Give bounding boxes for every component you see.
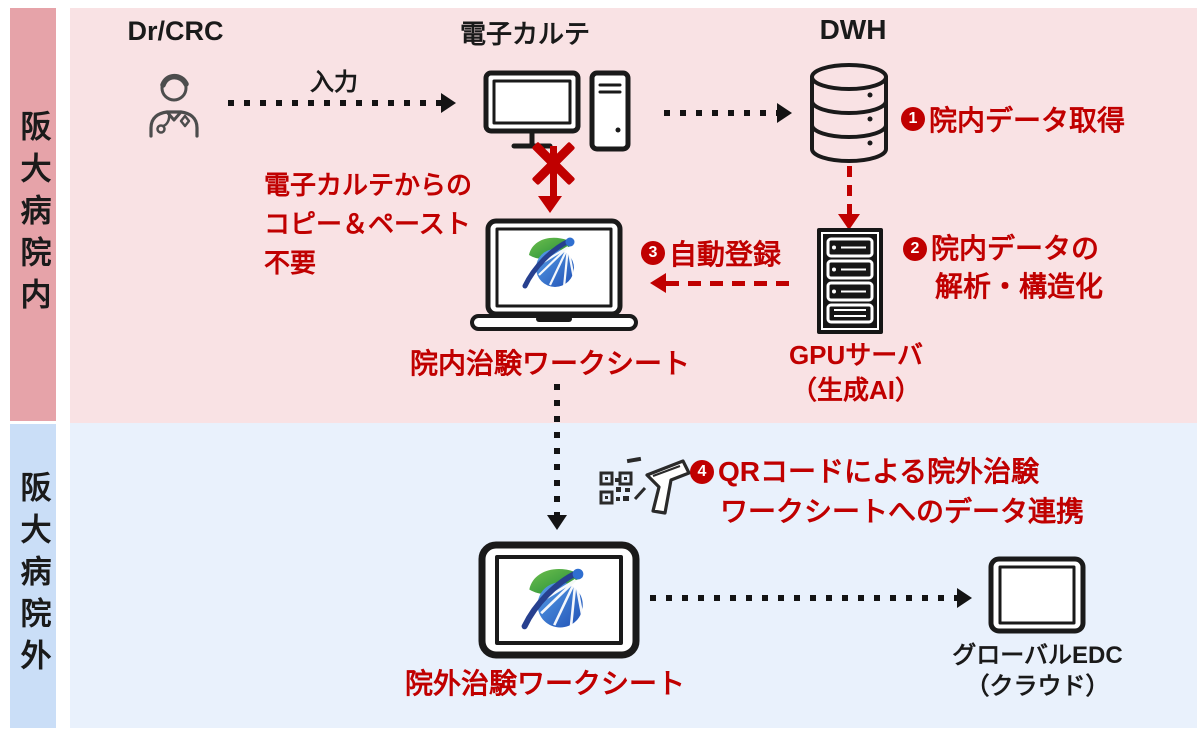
- step4-number-badge: 4: [690, 460, 714, 484]
- arrowhead-right-icon: [777, 103, 792, 123]
- step4-annotation: 4 QRコードによる院外治験 ワークシートへのデータ連携: [690, 452, 1084, 532]
- arrow-gpu-laptop-dashed: [650, 273, 792, 293]
- edc-label-line-2: （クラウド）: [965, 673, 1110, 700]
- step4-text-2: ワークシートへのデータ連携: [720, 496, 1085, 527]
- arrowhead-down-icon: [538, 196, 562, 213]
- gpu-label-line-2: （生成AI）: [790, 375, 921, 405]
- dotted-line: [664, 110, 777, 116]
- input-label: 入力: [310, 69, 358, 96]
- step2-annotation: 2 院内データの 解析・構造化: [903, 230, 1103, 306]
- arrow-input-dotted: [228, 93, 456, 113]
- database-icon: [810, 63, 888, 163]
- gpu-server-icon: [817, 228, 883, 334]
- inhouse-worksheet-label: 院内治験ワークシート: [409, 348, 690, 379]
- step2-text-1: 院内データの: [931, 233, 1100, 264]
- arrow-emr-dwh-dotted: [664, 103, 792, 123]
- global-edc-label: グローバルEDC （クラウド）: [945, 640, 1130, 702]
- dashed-line: [666, 280, 792, 286]
- no-copy-note: 電子カルテからの コピー＆ペースト 不要: [264, 166, 472, 283]
- step1-text: 院内データ取得: [929, 105, 1126, 136]
- step3-number-badge: 3: [641, 241, 665, 265]
- dashed-line: [846, 166, 852, 214]
- region-strip-inside: 阪大病院内: [10, 8, 56, 421]
- emr-label: 電子カルテ: [459, 19, 590, 49]
- arrow-shaft: [550, 146, 557, 198]
- arrow-tablet-edc-dotted: [650, 588, 972, 608]
- dwh-label: DWH: [819, 14, 887, 45]
- arrowhead-down-icon: [838, 214, 860, 230]
- dr-crc-label: Dr/CRC: [127, 16, 224, 46]
- note-line-2: コピー＆ペースト: [264, 209, 471, 239]
- step4-line-1: 4 QRコードによる院外治験: [690, 452, 1084, 492]
- arrow-dwh-gpu-dashed: [838, 166, 860, 230]
- step3-annotation: 3 自動登録: [641, 233, 781, 273]
- arrowhead-left-icon: [650, 273, 666, 293]
- dotted-line: [228, 100, 441, 106]
- edc-label-line-1: グローバルEDC: [952, 642, 1123, 669]
- note-line-3: 不要: [264, 248, 317, 278]
- outside-hospital-label: 阪大病院外: [15, 471, 51, 681]
- emr-computer-icon: [483, 70, 631, 152]
- dotted-line: [650, 595, 957, 601]
- arrowhead-right-icon: [957, 588, 972, 608]
- step4-text-1: QRコードによる院外治験: [718, 456, 1040, 487]
- outside-worksheet-label: 院外治験ワークシート: [404, 668, 685, 699]
- region-strip-outside: 阪大病院外: [10, 424, 56, 728]
- doctor-icon: [149, 73, 199, 138]
- step3-text: 自動登録: [669, 239, 782, 270]
- step2-text-2: 解析・構造化: [935, 271, 1104, 302]
- arrowhead-right-icon: [441, 93, 456, 113]
- step2-line-1: 2 院内データの: [903, 230, 1103, 268]
- step1-number-badge: 1: [901, 107, 925, 131]
- dotted-line: [554, 384, 560, 515]
- arrow-laptop-tablet-dotted: [546, 384, 568, 530]
- qr-scanner-icon: [599, 456, 691, 515]
- gpu-server-label: GPUサーバ （生成AI）: [776, 338, 936, 408]
- arrow-emr-laptop-blocked: [527, 141, 579, 216]
- region-inside-hospital: [70, 8, 1197, 423]
- note-line-1: 電子カルテからの: [264, 170, 473, 200]
- inside-hospital-label: 阪大病院内: [15, 109, 51, 320]
- gpu-label-line-1: GPUサーバ: [788, 340, 924, 370]
- edc-monitor-icon: [988, 556, 1086, 634]
- tablet-icon: [478, 541, 640, 659]
- arrowhead-down-icon: [547, 515, 567, 530]
- step2-number-badge: 2: [903, 237, 927, 261]
- step1-annotation: 1 院内データ取得: [901, 99, 1125, 139]
- laptop-icon: [470, 218, 638, 331]
